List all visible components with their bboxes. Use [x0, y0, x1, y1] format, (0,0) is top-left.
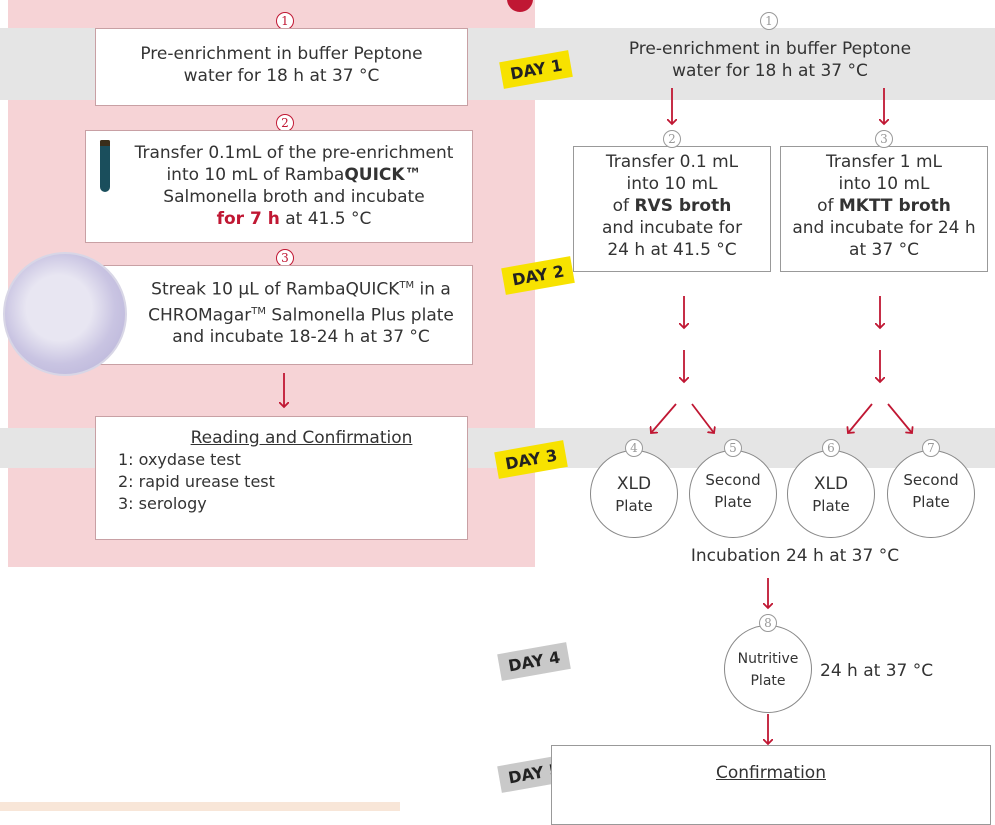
left-step2-line1: Transfer 0.1mL of the pre-enrichment	[134, 143, 454, 163]
left-step1-box: Pre-enrichment in buffer Peptone water f…	[95, 28, 468, 106]
bottom-accent-strip	[0, 802, 400, 811]
left-step2-line3: Salmonella broth and incubate	[163, 187, 425, 207]
reading-item-1: 1: oxydase test	[118, 450, 241, 469]
left-step2-line2: into 10 mL of RambaQUICK™	[166, 165, 422, 185]
plate-7-second: 7 Second Plate	[887, 439, 975, 538]
right-step3-box: Transfer 1 mL into 10 mL of MKTT broth a…	[780, 146, 988, 272]
left-step3-box: Streak 10 µL of RambaQUICKTM in a CHROMa…	[85, 265, 473, 365]
right-step1-text: Pre-enrichment in buffer Peptone water f…	[628, 39, 912, 81]
plate-5-second: 5 Second Plate	[689, 439, 777, 538]
right-step3-number: 3	[875, 128, 893, 148]
top-red-marker	[507, 0, 533, 12]
left-step2-line4: for 7 h at 41.5 °C	[216, 209, 372, 229]
right-step2-box: Transfer 0.1 mL into 10 mL of RVS broth …	[573, 146, 771, 272]
broth-tube-image	[100, 140, 110, 192]
left-step3-line2: CHROMagarTM Salmonella Plus plate	[148, 305, 454, 326]
left-step1-text: Pre-enrichment in buffer Peptone water f…	[140, 44, 423, 86]
chromagar-plate-image	[3, 252, 127, 376]
confirmation-title: Confirmation	[716, 763, 826, 783]
plate-8-nutritive: 8 Nutritive Plate	[724, 614, 812, 713]
incubation-text: Incubation 24 h at 37 °C	[690, 546, 900, 566]
plate-6-xld: 6 XLD Plate	[787, 439, 875, 538]
reading-confirmation-box: Reading and Confirmation 1: oxydase test…	[95, 416, 468, 540]
right-step2-number: 2	[663, 128, 681, 148]
nutritive-incubation-text: 24 h at 37 °C	[820, 661, 934, 681]
reading-item-2: 2: rapid urease test	[118, 472, 275, 491]
left-step2-box: Transfer 0.1mL of the pre-enrichment int…	[85, 130, 473, 243]
plate-4-xld: 4 XLD Plate	[590, 439, 678, 538]
reading-title: Reading and Confirmation	[190, 428, 413, 448]
left-step3-line1: Streak 10 µL of RambaQUICKTM in a	[151, 279, 451, 300]
left-step3-line3: and incubate 18-24 h at 37 °C	[172, 327, 430, 348]
reading-item-3: 3: serology	[118, 494, 207, 513]
right-step1-number: 1	[760, 10, 778, 30]
left-step3-number: 3	[276, 247, 294, 267]
